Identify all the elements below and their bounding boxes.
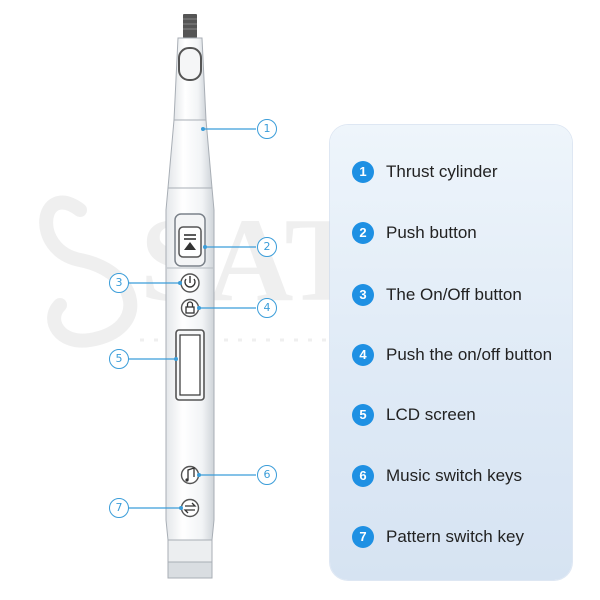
- legend-badge: 2: [352, 222, 374, 244]
- callout-number-5: 5: [109, 349, 129, 369]
- legend-badge: 7: [352, 526, 374, 548]
- callout-number-2: 2: [257, 237, 277, 257]
- legend-item-music-switch: 6 Music switch keys: [352, 465, 556, 487]
- lock-icon: [180, 298, 200, 318]
- thrust-cylinder: [167, 37, 213, 189]
- threaded-tip: [183, 14, 197, 38]
- callout-number-7: 7: [109, 498, 129, 518]
- lcd-screen: [175, 329, 205, 401]
- music-note-icon: [180, 465, 200, 485]
- legend-label: Thrust cylinder: [386, 162, 498, 181]
- legend-label: Pattern switch key: [386, 527, 524, 546]
- callout-lines: [128, 128, 256, 509]
- legend-item-lcd-screen: 5 LCD screen: [352, 404, 556, 426]
- power-icon: [180, 273, 200, 293]
- callout-number-6: 6: [257, 465, 277, 485]
- legend-label: LCD screen: [386, 405, 476, 424]
- legend-item-pattern-switch: 7 Pattern switch key: [352, 526, 556, 548]
- legend-item-on-off-button: 3 The On/Off button: [352, 284, 556, 306]
- legend-label: The On/Off button: [386, 285, 522, 304]
- legend-label: Push the on/off button: [386, 345, 553, 364]
- swap-arrows-icon: [180, 498, 200, 518]
- legend-badge: 4: [352, 344, 374, 366]
- legend-badge: 5: [352, 404, 374, 426]
- legend-label: Music switch keys: [386, 466, 523, 485]
- callout-number-3: 3: [109, 273, 129, 293]
- callout-number-1: 1: [257, 119, 277, 139]
- callout-number-4: 4: [257, 298, 277, 318]
- legend-badge: 3: [352, 284, 374, 306]
- legend-item-push-on-off: 4 Push the on/off button: [352, 344, 556, 366]
- callout-dots: [174, 127, 207, 510]
- legend-badge: 6: [352, 465, 374, 487]
- legend-item-thrust-cylinder: 1 Thrust cylinder: [352, 161, 556, 183]
- push-button: [174, 213, 206, 267]
- legend-label: Push button: [386, 223, 477, 242]
- legend-item-push-button: 2 Push button: [352, 222, 556, 244]
- legend-badge: 1: [352, 161, 374, 183]
